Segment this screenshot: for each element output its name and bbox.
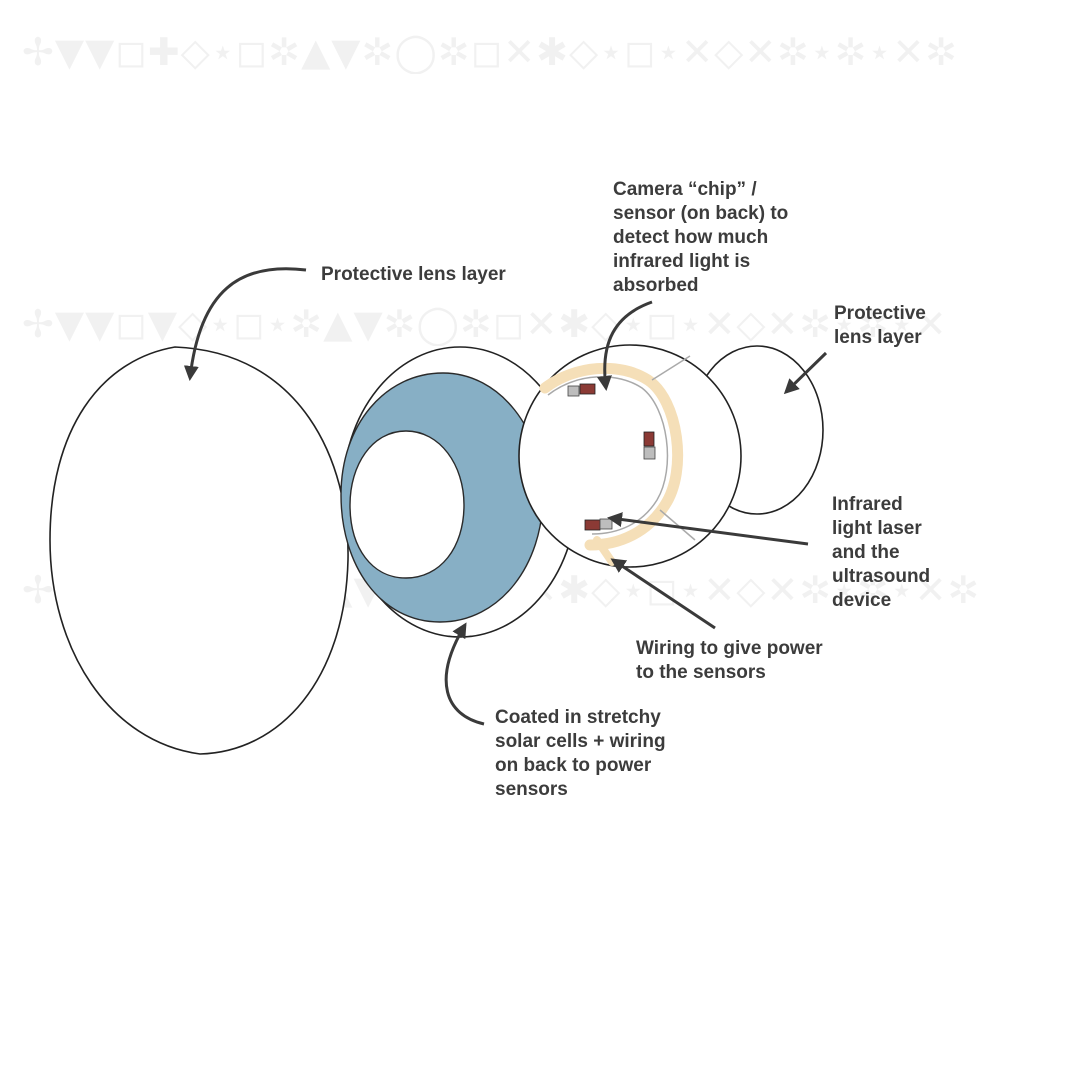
watermark-row: ✢▼▼◻✚◇⋆◻✲▲▼✲◯✲◻✕✱◇⋆◻⋆✕◇✕✲⋆✲⋆✕✲ [22, 30, 959, 74]
infrared-laser-sensor [584, 519, 601, 531]
camera-chip-sensor [643, 446, 656, 460]
camera-chip-sensor [567, 385, 580, 397]
watermark-row: ✢▼▼◻▼◇⋆◻⋆✲▲▼✲◯✲◻✕✱◇⋆◻⋆✕◇✕✲⋆✲⋆✕ [22, 302, 948, 346]
camera-chip-sensor [643, 431, 655, 447]
camera-chip-sensor [579, 383, 596, 395]
label-protective-lens-left: Protective lens layer [321, 264, 506, 285]
arrow-solar-cells [444, 622, 485, 726]
label-wiring: Wiring to give power to the sensors [636, 638, 823, 683]
connector-line [659, 509, 696, 541]
label-solar-cells: Coated in stretchy solar cells + wiring … [495, 707, 666, 800]
label-camera-chip: Camera “chip” / sensor (on back) to dete… [613, 179, 789, 296]
sensor-disc [518, 344, 742, 568]
label-protective-lens-right: Protective lens layer [834, 303, 926, 348]
arrow-infrared-laser [607, 512, 809, 546]
arrow-wiring [610, 558, 716, 630]
connector-line [651, 355, 691, 381]
arrow-camera-chip [597, 300, 653, 391]
label-infrared-laser: Infrared light laser and the ultrasound … [832, 494, 931, 611]
arrow-protective-lens-left [183, 267, 307, 381]
arrow-protective-lens-right [783, 351, 828, 395]
wiring-branch [593, 536, 616, 566]
protective-lens-outer [49, 346, 349, 755]
infrared-laser-sensor [599, 518, 613, 530]
wiring-track [539, 362, 684, 551]
